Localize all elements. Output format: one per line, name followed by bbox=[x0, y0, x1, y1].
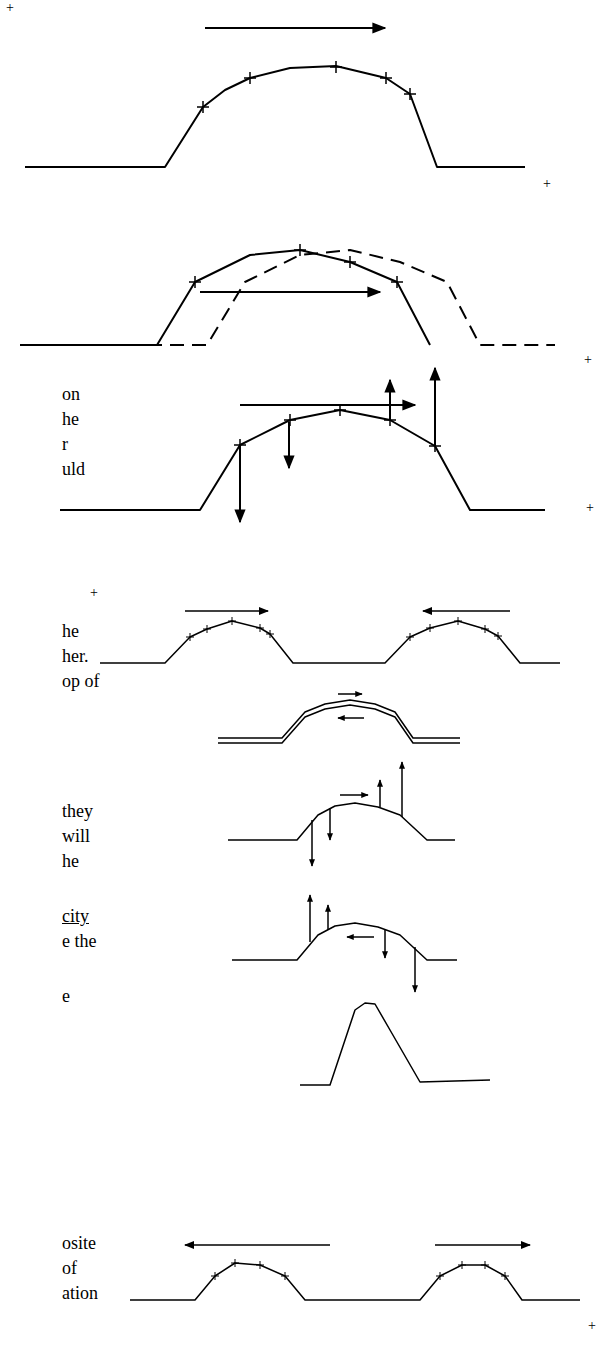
text-fragment: city bbox=[62, 905, 89, 927]
text-fragment: e the bbox=[62, 930, 96, 952]
plus-mark: + bbox=[586, 500, 594, 516]
text-fragment: uld bbox=[62, 458, 85, 480]
plus-mark: + bbox=[6, 0, 14, 16]
plus-mark: + bbox=[588, 1318, 596, 1334]
plus-mark: + bbox=[584, 352, 592, 368]
text-fragment: e bbox=[62, 985, 70, 1007]
text-fragment: r bbox=[62, 433, 68, 455]
text-fragment: he bbox=[62, 408, 79, 430]
plus-mark: + bbox=[543, 176, 551, 192]
plus-mark: + bbox=[90, 585, 98, 601]
text-fragment: osite bbox=[62, 1232, 96, 1254]
text-fragment: her. bbox=[62, 645, 89, 667]
text-fragment: he bbox=[62, 620, 79, 642]
text-fragment: on bbox=[62, 383, 80, 405]
text-fragment: ation bbox=[62, 1282, 98, 1304]
text-fragment: will bbox=[62, 825, 90, 847]
text-fragment: he bbox=[62, 850, 79, 872]
text-fragment: of bbox=[62, 1257, 77, 1279]
text-fragment: they bbox=[62, 800, 93, 822]
text-fragment: op of bbox=[62, 670, 100, 692]
